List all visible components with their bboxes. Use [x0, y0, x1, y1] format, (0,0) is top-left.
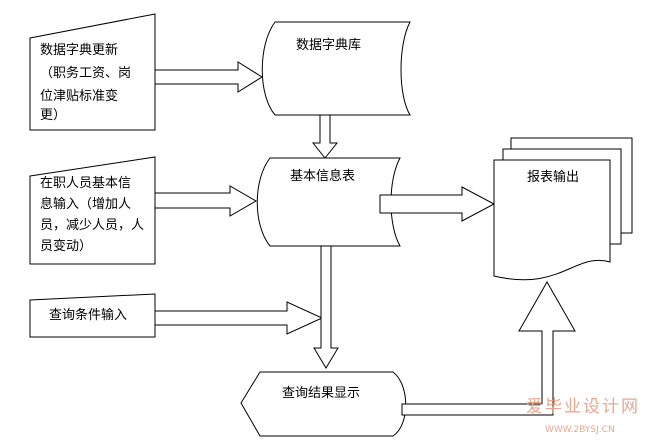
arrow-basic-info-to-report — [379, 186, 496, 222]
node-report-output: 报表输出 — [493, 137, 633, 281]
arrow-staff-input-to-basic-info — [154, 185, 258, 217]
staff-input-line-2: 息输入（增加人 — [40, 196, 131, 212]
watermark: 爱毕业设计网 WWW.2BYSJ.CN — [526, 397, 640, 435]
display-shape — [240, 371, 407, 437]
node-query-display: 查询结果显示 — [240, 371, 407, 437]
manual-input-shape — [29, 13, 156, 131]
stored-data-shape — [261, 21, 411, 116]
node-dict-store: 数据字典库 — [261, 21, 411, 116]
dict-update-line-3: 位津贴标准变 — [40, 88, 118, 104]
node-query-input: 查询条件输入 — [29, 293, 156, 338]
dict-store-label: 数据字典库 — [296, 37, 361, 53]
manual-input-shape — [29, 293, 156, 338]
query-display-label: 查询结果显示 — [282, 386, 360, 401]
stored-data-shape — [256, 157, 401, 247]
staff-input-line-4: 员变动） — [40, 238, 92, 254]
dict-update-line-2: （职务工资、岗 — [40, 65, 131, 81]
staff-input-line-3: 员，减少人员，人 — [40, 218, 144, 233]
node-basic-info: 基本信息表 — [256, 157, 401, 247]
node-dict-update: 数据字典更新 （职务工资、岗 位津贴标准变 更） — [29, 13, 156, 131]
dict-update-line-1: 数据字典更新 — [40, 42, 118, 58]
report-output-label: 报表输出 — [527, 169, 579, 185]
arrow-basic-info-to-query-display — [313, 245, 339, 369]
query-input-label: 查询条件输入 — [49, 307, 127, 323]
dict-update-line-4: 更） — [40, 108, 66, 123]
staff-input-line-1: 在职人员基本信 — [40, 176, 131, 191]
arrow-query-display-to-report — [401, 280, 576, 416]
node-staff-input: 在职人员基本信 息输入（增加人 员，减少人员，人 员变动） — [29, 156, 156, 265]
arrow-query-input-to-display — [154, 301, 324, 335]
watermark-url: WWW.2BYSJ.CN — [545, 425, 615, 435]
manual-input-shape — [29, 156, 156, 265]
basic-info-label: 基本信息表 — [290, 168, 355, 184]
watermark-text: 爱毕业设计网 — [526, 397, 640, 417]
arrow-store-to-basic-info — [311, 114, 339, 159]
document-front-sheet — [493, 159, 611, 281]
arrow-dict-update-to-store — [154, 61, 263, 93]
